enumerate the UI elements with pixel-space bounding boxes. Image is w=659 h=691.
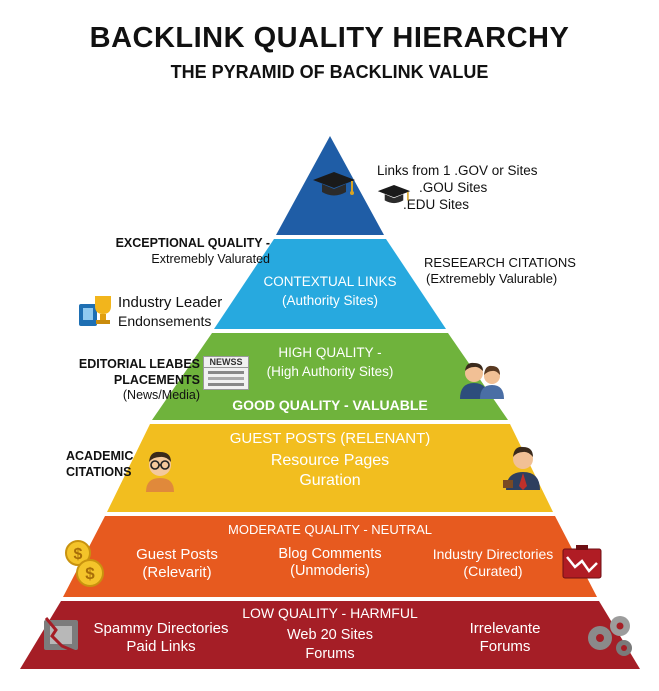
trophy-icon [79, 296, 111, 326]
exceptional-quality-note: EXCEPTIONAL QUALITY - Extremebly Valurat… [98, 236, 270, 267]
tier-6-left-line-1: Spammy Directories [93, 620, 229, 637]
top-note-line-3: .EDU Sites [403, 196, 470, 212]
tier-5-right-line-1: Industry Directories [432, 546, 554, 562]
svg-text:$: $ [85, 564, 95, 583]
graduation-cap-icon [313, 172, 355, 196]
diagram-subtitle: THE PYRAMID OF BACKLINK VALUE [170, 62, 489, 82]
industry-line-2: Endonsements [118, 312, 212, 329]
tier-5-left-line-1: Guest Posts [136, 546, 218, 563]
academic-line-1: ACADEMIC [66, 449, 134, 463]
tier-3-title: HIGH QUALITY - [278, 345, 382, 360]
newspaper-badge-text: NEWSS [204, 357, 248, 368]
spam-broken-icon [44, 617, 78, 654]
tier-6-right: Irrelevante Forums [440, 620, 570, 656]
tier-6-mid-line-2: Forums [305, 646, 355, 663]
research-citations-note: RESEEARCH CITATIONS (Extremebly Valurabl… [424, 255, 576, 288]
businessman-icon [503, 446, 540, 490]
tier-3-footer: GOOD QUALITY - VALUABLE [232, 397, 428, 413]
top-note-line-2: .GOU Sites [419, 179, 488, 195]
tier-2-contextual [214, 239, 446, 329]
coins-icon: $ $ [65, 540, 104, 587]
tier-6-left-line-2: Paid Links [126, 638, 196, 655]
graduation-cap-small-icon [377, 184, 411, 204]
tier-4-line-2: Resource Pages [270, 452, 390, 469]
tier-5-moderate [63, 516, 597, 597]
tier-5-left: Guest Posts (Relevarit) [112, 546, 242, 582]
research-line-1: RESEEARCH CITATIONS [424, 255, 576, 270]
tier-3-label: HIGH QUALITY - (High Authority Sites) [230, 345, 430, 380]
tier-3-subtitle: (High Authority Sites) [266, 364, 394, 380]
tier-5-mid-line-1: Blog Comments [278, 546, 382, 562]
tier-6-middle: Web 20 Sites Forums [270, 627, 390, 664]
editorial-line-3: (News/Media) [122, 388, 200, 403]
academic-citations-note: ACADEMIC CITATIONS [66, 449, 133, 480]
exceptional-line-1: EXCEPTIONAL QUALITY - [115, 236, 270, 250]
editorial-line-2: PLACEMENTS [113, 372, 200, 387]
editorial-line-1: EDITORIAL LEABES [78, 357, 200, 371]
newspaper-icon: NEWSS [203, 356, 249, 390]
tier-6-left: Spammy Directories Paid Links [76, 620, 246, 656]
tier-4-line-3: Guration [299, 472, 361, 490]
gears-icon [588, 616, 632, 656]
chart-down-icon [562, 545, 602, 579]
tier-6-low-quality [20, 601, 640, 669]
tier-2-subtitle: (Authority Sites) [281, 293, 379, 309]
research-line-2: (Extremebly Valurable) [426, 271, 558, 287]
tier-3-high-quality [152, 333, 508, 420]
top-note-line-1: Links from 1 .GOV or Sites [377, 163, 538, 178]
tier-6-header: LOW QUALITY - HARMFUL [242, 605, 418, 621]
tier-5-header: MODERATE QUALITY - NEUTRAL [228, 522, 432, 537]
tier-2-label: CONTEXTUAL LINKS (Authority Sites) [250, 274, 410, 309]
tier-6-mid-line-1: Web 20 Sites [287, 627, 373, 643]
tier-4-label: GUEST POSTS (RELENANT) Resource Pages Gu… [190, 430, 470, 490]
tier-5-right: Industry Directories (Curated) [418, 546, 568, 580]
industry-line-1: Industry Leader [118, 294, 223, 311]
industry-leader-note: Industry Leader Endonsements [118, 294, 222, 330]
tier-5-middle: Blog Comments (Unmoderis) [260, 546, 400, 581]
business-people-icon [460, 362, 504, 399]
svg-text:$: $ [74, 546, 83, 563]
tier-2-title: CONTEXTUAL LINKS [263, 274, 397, 289]
diagram-title: BACKLINK QUALITY HIERARCHY [89, 22, 570, 54]
tier-4-guest-posts [107, 424, 553, 512]
top-tier-note: Links from 1 .GOV or Sites .GOU Sites .E… [377, 163, 538, 214]
tier-6-right-line-1: Irrelevante [469, 620, 541, 637]
tier-6-right-line-2: Forums [479, 638, 531, 655]
academic-line-2: CITATIONS [66, 464, 132, 479]
person-glasses-icon [146, 451, 174, 492]
tier-5-right-line-2: (Curated) [463, 562, 523, 579]
editorial-placements-note: EDITORIAL LEABES PLACEMENTS (News/Media) [72, 357, 200, 404]
exceptional-line-2: Extremebly Valurated [151, 251, 270, 266]
tier-5-left-line-2: (Relevarit) [142, 564, 212, 581]
tier-5-mid-line-2: (Unmoderis) [290, 563, 370, 580]
tier-4-title: GUEST POSTS (RELENANT) [229, 430, 431, 447]
